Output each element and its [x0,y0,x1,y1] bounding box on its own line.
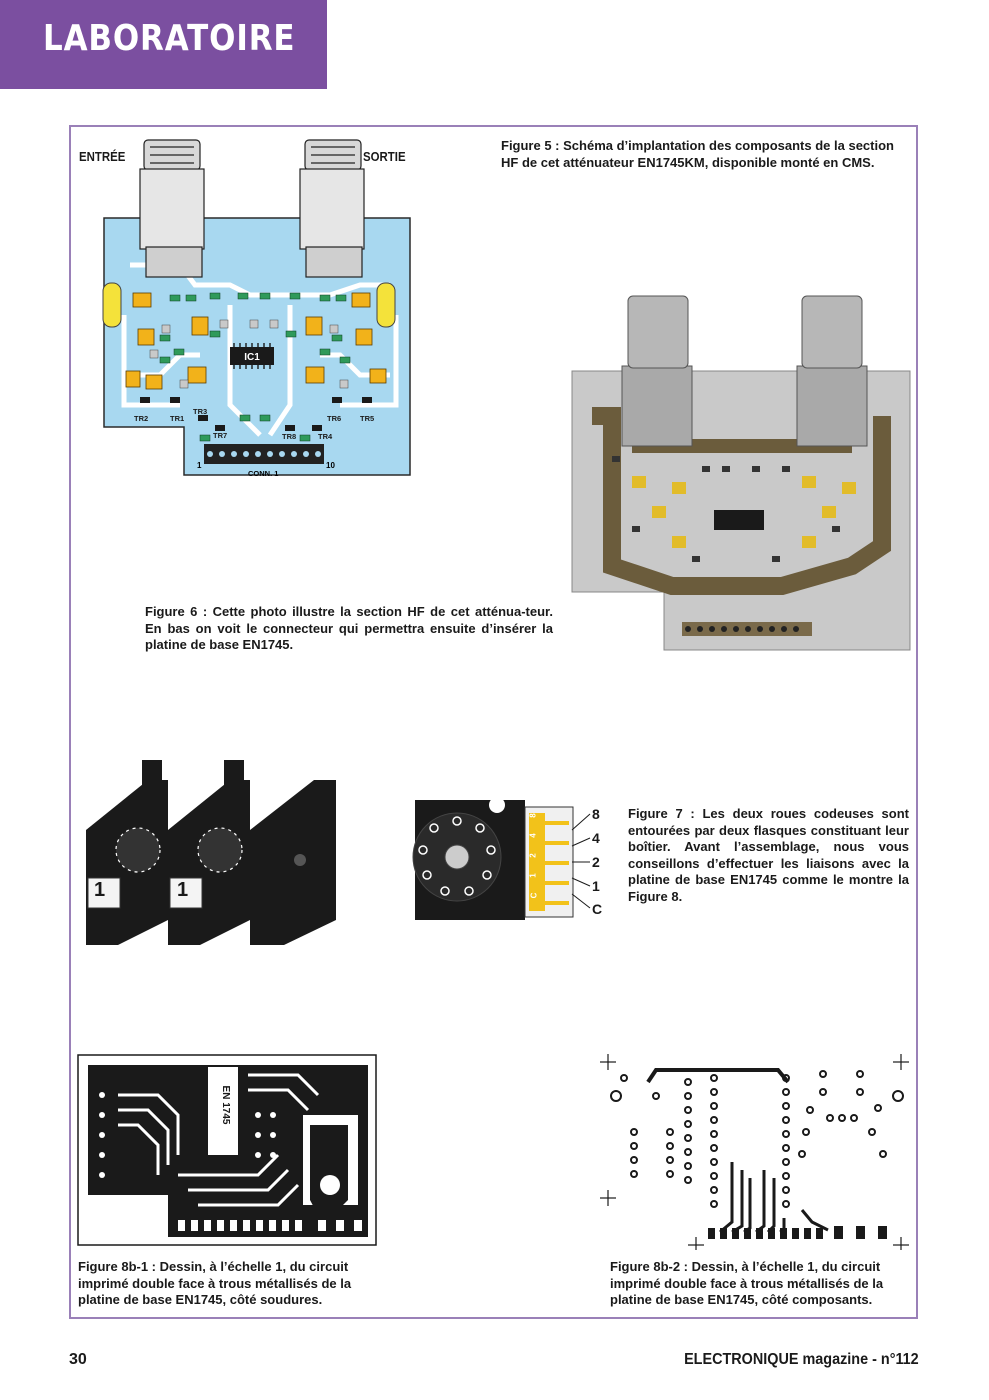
tab-label-8: 8 [528,813,538,818]
tab-label-1: 1 [528,873,538,878]
magazine-issue-text: magazine - n°112 [798,1351,919,1368]
figure7-caption: Figure 7 : Les deux roues codeuses sont … [628,806,909,904]
wheel-2-digit: 1 [177,879,189,901]
figure7-pin-leaders [571,813,591,909]
tr3-label: TR3 [193,407,207,416]
bnc-input [139,139,205,278]
tr2-label: TR2 [134,414,148,423]
tr7-label: TR7 [213,431,227,440]
tr4-label: TR4 [318,432,333,441]
figure8b1-pcb-solder-side: EN 1745 [77,1054,377,1246]
tab-label-c: C [529,892,539,899]
pin-label-8: 8 [592,806,600,822]
section-header: LABORATOIRE [0,0,327,89]
wheel-endplate [250,780,336,945]
label-entree: ENTRÉE [79,149,126,164]
figure8b2-caption: Figure 8b-2 : Dessin, à l’échelle 1, du … [610,1259,884,1307]
tab-label-4: 4 [528,833,538,838]
bnc-output [299,139,365,278]
figure7-wheel-assembly [86,760,336,945]
wheel-1-digit: 1 [94,879,106,901]
magazine-issue: ELECTRONIQUE magazine - n°112 [684,1351,919,1369]
figure8b1-caption: Figure 8b-1 : Dessin, à l’échelle 1, du … [78,1259,352,1307]
tr6-label: TR6 [327,414,341,423]
conn-pin-1: 1 [197,461,202,470]
wheel-housing-2 [168,760,250,945]
section-title: LABORATOIRE [43,18,296,59]
tr5-label: TR5 [360,414,374,423]
label-sortie: SORTIE [363,149,406,164]
wheel-housing-1 [86,760,168,945]
pin-label-1: 1 [592,878,600,894]
ic1-label: IC1 [244,352,260,363]
magazine-name: ELECTRONIQUE [684,1351,799,1368]
page-number: 30 [69,1351,87,1368]
figure6-caption: Figure 6 : Cette photo illustre la secti… [145,604,553,652]
figure5-component-layout: IC1 TR2 TR1 TR3 TR7 TR8 TR4 TR6 TR5 1 10… [102,139,411,478]
figures-frame [69,125,918,1319]
tr8-label: TR8 [282,432,296,441]
conn-label: CONN. 1 [248,469,278,478]
figure8b2-pcb-component-side [600,1054,909,1250]
pin-label-4: 4 [592,830,600,846]
figure7-single-wheel [412,797,574,920]
pcb-en1745-marking: EN 1745 [220,1086,231,1125]
tab-label-2: 2 [528,853,538,858]
tr1-label: TR1 [170,414,184,423]
figure5-caption: Figure 5 : Schéma d’implantation des com… [501,138,894,170]
conn-pin-10: 10 [326,461,335,470]
pin-label-2: 2 [592,854,600,870]
pin-label-c: C [592,901,603,917]
figure6-photo [571,295,911,651]
